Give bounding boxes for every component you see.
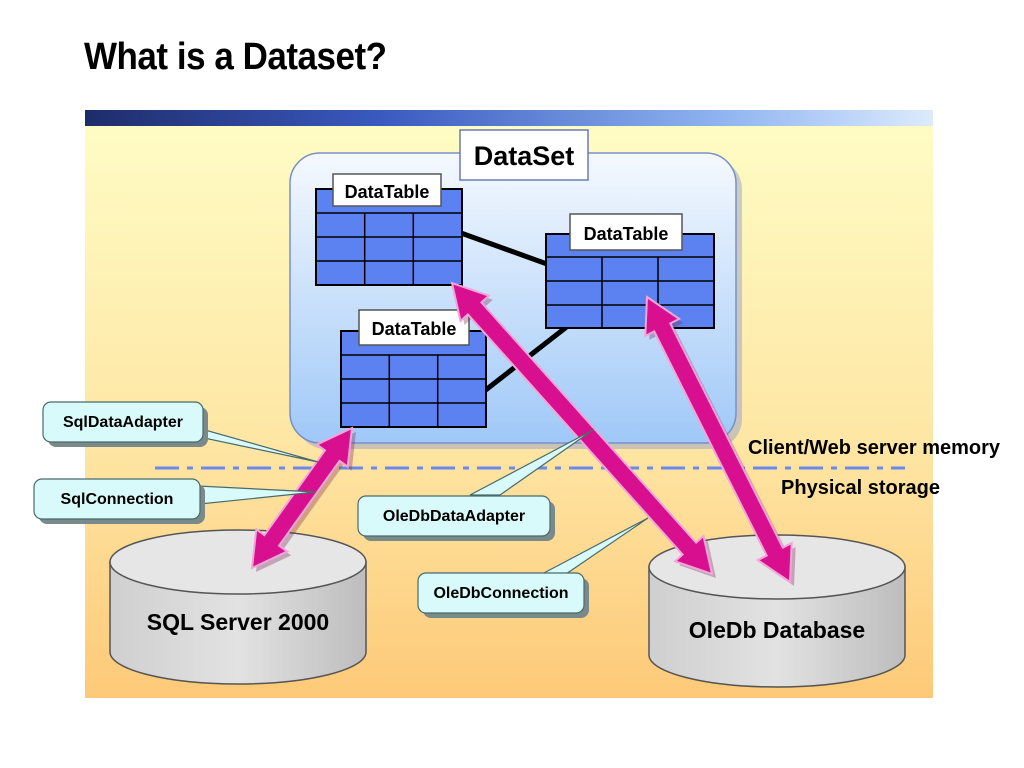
oledbdataadapter-label: OleDbDataAdapter (383, 508, 525, 525)
sql-arrow (250, 426, 354, 570)
oledb-database-label: OleDb Database (689, 617, 865, 643)
datatable-3: DataTable (340, 309, 487, 428)
arrows (250, 281, 796, 586)
dataset-label: DataSet (474, 141, 575, 171)
slide-title: What is a Dataset? (84, 36, 387, 78)
oledbdataadapter-callout: OleDbDataAdapter (357, 429, 594, 541)
dataset-label-box: DataSet (459, 129, 589, 181)
oledb-arrow-left (450, 281, 714, 576)
sqlconnection-label: SqlConnection (61, 491, 174, 508)
datatable-1: DataTable (315, 173, 463, 286)
oledbconnection-label: OleDbConnection (433, 585, 568, 602)
memory-layer-label: Client/Web server memory (748, 437, 1001, 459)
header-bar (85, 110, 933, 126)
sqlconnection-callout: SqlConnection (33, 478, 317, 524)
storage-layer-label: Physical storage (781, 477, 940, 499)
oledb-arrow-right (644, 295, 793, 584)
oledbconnection-callout: OleDbConnection (417, 517, 649, 618)
sql-server-database: SQL Server 2000 (109, 529, 367, 685)
sqldataadapter-callout: SqlDataAdapter (42, 401, 319, 463)
sql-server-label: SQL Server 2000 (147, 609, 329, 635)
datatable-2-label: DataTable (584, 224, 669, 244)
datatable-3-label: DataTable (372, 319, 457, 339)
sqldataadapter-label: SqlDataAdapter (63, 414, 183, 431)
datatable-1-label: DataTable (345, 182, 430, 202)
datatable-2: DataTable (545, 213, 715, 329)
